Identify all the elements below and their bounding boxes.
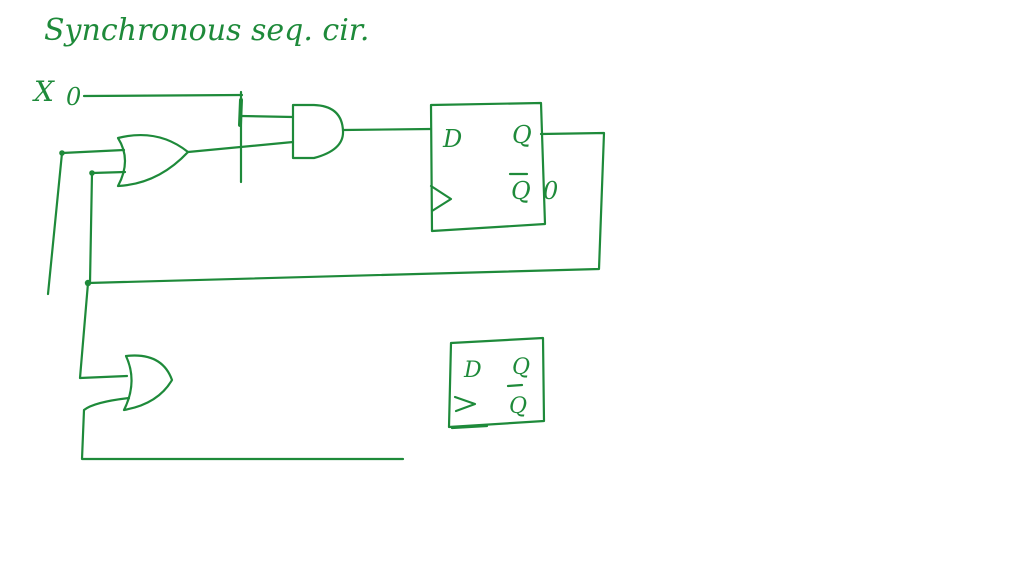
- junction-dot-2: [89, 170, 95, 176]
- inner-feedback-wire: [88, 171, 94, 285]
- page-title: Synchronous seq. cir.: [44, 13, 369, 48]
- junction-dot-1: [59, 150, 65, 156]
- and-to-d-wire: [341, 127, 433, 132]
- or1-input-top-wire: [60, 148, 126, 155]
- junction-bar-highlight: [238, 98, 243, 127]
- or1-input-bottom-wire: [90, 170, 127, 175]
- q-feedback-wire: [86, 131, 606, 285]
- or-to-and-wire: [186, 140, 295, 154]
- ff1-qbar-value: 0: [543, 177, 558, 205]
- lower-return-wire: [80, 396, 405, 461]
- or-gate-1: [116, 134, 190, 188]
- ff2-underline: [450, 424, 489, 430]
- ff1-q-label: Q: [512, 121, 532, 149]
- and-input-top-wire: [239, 114, 295, 119]
- left-feedback-wire: [46, 151, 64, 296]
- ff1-clock-icon: [429, 184, 453, 213]
- ff1-d-label: D: [442, 125, 462, 153]
- flipflop-1-box: [429, 101, 547, 233]
- lower-left-wire: [78, 281, 129, 380]
- and-gate: [291, 103, 345, 160]
- ff1-qbar-label: Q: [511, 177, 531, 205]
- ff2-q-label: Q: [512, 355, 530, 380]
- ff2-clock-icon: [453, 395, 477, 413]
- ff2-d-label: D: [463, 358, 482, 383]
- input-x-wire: [82, 93, 244, 98]
- flipflop-2-box: [447, 336, 546, 429]
- input-x-value: 0: [66, 83, 81, 111]
- ff2-qbar-overline: [506, 383, 524, 388]
- or-gate-2: [122, 354, 174, 412]
- input-x-label: X: [32, 75, 55, 108]
- ff2-qbar-label: Q: [509, 394, 527, 419]
